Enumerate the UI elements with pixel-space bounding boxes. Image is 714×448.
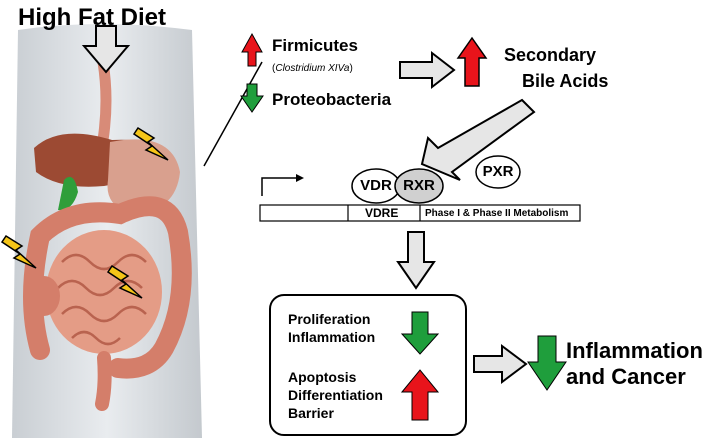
decreased-item: Proliferation (288, 311, 371, 327)
up-arrow-icon (400, 369, 440, 421)
small-intestine-shape (46, 230, 162, 354)
rxr-receptor (394, 168, 444, 204)
connector-line (203, 61, 263, 167)
down-arrow-icon (240, 83, 264, 113)
up-arrow-icon (241, 32, 263, 67)
bile-acids-label: Bile Acids (522, 71, 609, 91)
outcome-line: Inflammation (566, 338, 703, 363)
increased-item: Differentiation (288, 387, 383, 403)
increased-list: Apoptosis Differentiation Barrier (288, 368, 383, 422)
increased-item: Barrier (288, 405, 334, 421)
down-arrow-icon (400, 311, 440, 355)
lightning-icon (0, 234, 37, 269)
vdre-label: VDRE (365, 206, 399, 220)
down-arrow-icon (527, 335, 567, 391)
flow-arrow-icon (396, 231, 436, 290)
clostridium-label: Clostridium XIVa (275, 63, 350, 74)
diet-arrow-icon (81, 25, 131, 74)
outcome-line: and Cancer (566, 364, 686, 389)
firmicutes-subtitle: (Clostridium XIVa) (272, 63, 353, 74)
lightning-icons (0, 126, 169, 299)
increased-item: Apoptosis (288, 369, 357, 385)
secondary-label: Secondary (504, 45, 597, 65)
flow-arrow-icon (473, 344, 528, 384)
outcome-label: Inflammation and Cancer (566, 338, 703, 390)
pxr-receptor (475, 155, 521, 189)
rxr-label: RXR (403, 177, 435, 194)
gallbladder-shape (58, 176, 78, 211)
flow-arrow-icon (399, 50, 456, 90)
flow-arrow-icon (420, 98, 536, 181)
proteobacteria-label: Proteobacteria (272, 90, 392, 109)
firmicutes-label: Firmicutes (272, 36, 358, 55)
lightning-icon (132, 126, 169, 161)
up-arrow-icon (456, 36, 488, 87)
torso-illustration (12, 24, 202, 438)
decreased-list: Proliferation Inflammation (288, 310, 375, 346)
lightning-icon (106, 264, 143, 299)
diet-title: High Fat Diet (18, 4, 166, 31)
decreased-item: Inflammation (288, 329, 376, 345)
promoter-arrow-icon (261, 177, 296, 196)
metabolism-label: Phase I & Phase II Metabolism (425, 208, 569, 219)
vdr-label: VDR (360, 177, 392, 194)
pxr-label: PXR (482, 163, 514, 180)
colon-shape (23, 196, 192, 379)
